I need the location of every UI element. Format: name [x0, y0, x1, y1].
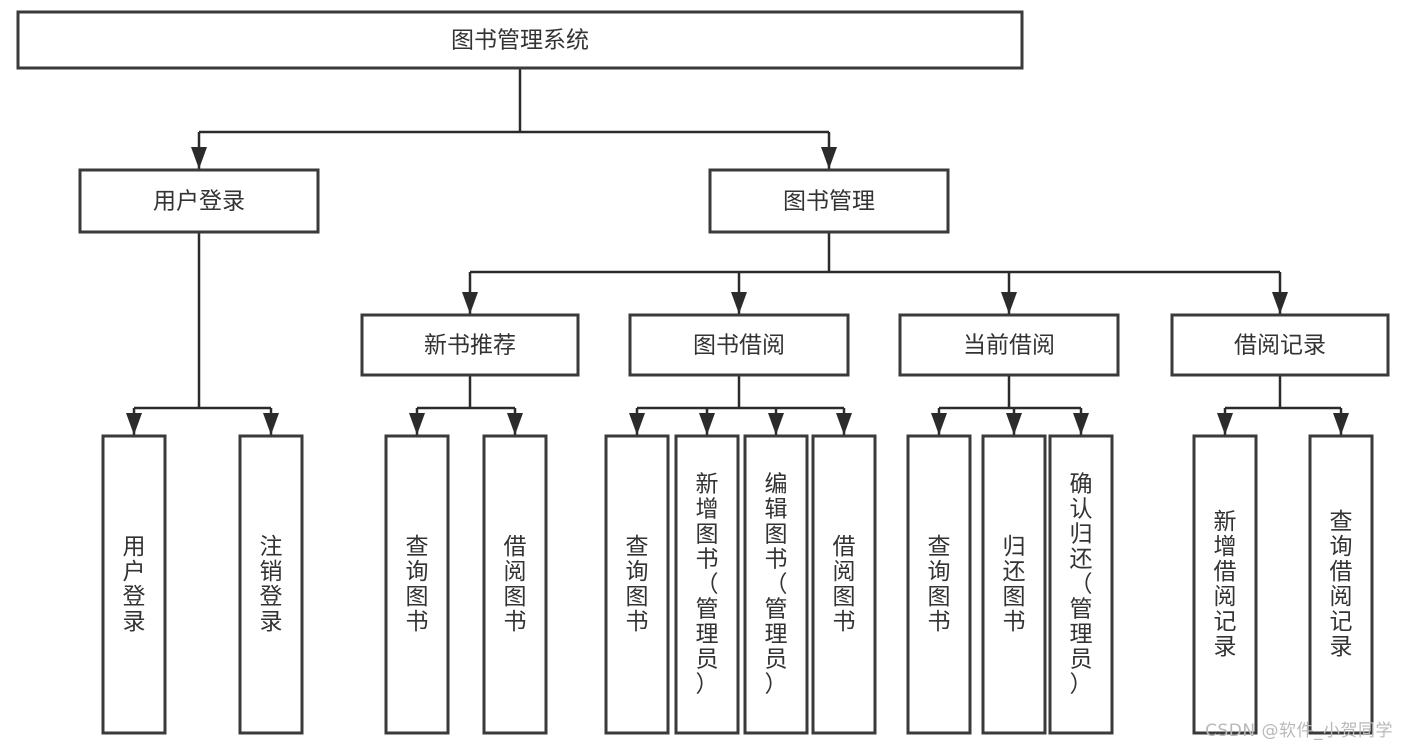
- node-leaf-2-label: 查询图书: [406, 534, 429, 635]
- node-level3-2[interactable]: 当前借阅: [898, 313, 1120, 377]
- arrow-head-icon: [1001, 292, 1017, 314]
- node-level3-3-label: 借阅记录: [1234, 333, 1326, 359]
- node-leaf-3[interactable]: 借阅图书: [482, 434, 548, 735]
- arrow-head-icon: [1217, 413, 1233, 435]
- arrow-head-icon: [507, 413, 523, 435]
- node-level2-1-label: 图书管理: [783, 189, 875, 215]
- node-level3-3[interactable]: 借阅记录: [1170, 313, 1390, 377]
- node-level2-1-rect: [708, 168, 950, 234]
- arrow-head-icon: [699, 413, 715, 435]
- arrow-head-icon: [768, 413, 784, 435]
- node-leaf-12-rect: [1308, 434, 1374, 735]
- node-level3-1[interactable]: 图书借阅: [628, 313, 850, 377]
- node-level2-0-label: 用户登录: [153, 189, 245, 215]
- node-leaf-3-rect: [482, 434, 548, 735]
- node-leaf-2-rect: [384, 434, 450, 735]
- node-leaf-0-label: 用户登录: [123, 534, 146, 635]
- node-leaf-0[interactable]: 用户登录: [101, 434, 167, 735]
- node-leaf-4-label: 查询图书: [626, 534, 649, 635]
- node-leaf-12-label: 查询借阅记录: [1330, 509, 1353, 660]
- node-root-label: 图书管理系统: [451, 28, 589, 54]
- node-level3-0-rect: [360, 313, 580, 377]
- arrow-head-icon: [1333, 413, 1349, 435]
- node-leaf-10-label: 确认归还（管理员）: [1070, 472, 1093, 698]
- node-leaf-3-label: 借阅图书: [504, 534, 527, 635]
- arrow-head-icon: [731, 292, 747, 314]
- arrow-head-icon: [629, 413, 645, 435]
- node-layer: 图书管理系统用户登录图书管理新书推荐图书借阅当前借阅借阅记录用户登录注销登录查询…: [16, 10, 1390, 735]
- watermark-label: CSDN @软件_小贺同学: [1205, 721, 1393, 741]
- connector-layer: [126, 68, 1349, 435]
- node-leaf-1-rect: [238, 434, 304, 735]
- node-root[interactable]: 图书管理系统: [16, 10, 1024, 70]
- node-leaf-9-label: 归还图书: [1003, 534, 1026, 635]
- node-leaf-12[interactable]: 查询借阅记录: [1308, 434, 1374, 735]
- arrow-head-icon: [836, 413, 852, 435]
- node-leaf-7[interactable]: 借阅图书: [811, 434, 877, 735]
- arrow-head-icon: [462, 292, 478, 314]
- arrow-head-icon: [263, 413, 279, 435]
- node-level2-0-rect: [78, 168, 320, 234]
- node-leaf-8[interactable]: 查询图书: [906, 434, 972, 735]
- node-leaf-5-label: 新增图书（管理员）: [696, 472, 719, 698]
- arrow-head-icon: [1006, 413, 1022, 435]
- node-leaf-5-rect: [674, 434, 740, 735]
- node-level3-2-rect: [898, 313, 1120, 377]
- node-level3-1-label: 图书借阅: [693, 333, 785, 359]
- node-leaf-9-rect: [981, 434, 1047, 735]
- node-leaf-7-label: 借阅图书: [833, 534, 856, 635]
- node-level3-1-rect: [628, 313, 850, 377]
- node-leaf-8-label: 查询图书: [928, 534, 951, 635]
- arrow-head-icon: [191, 147, 207, 169]
- node-leaf-11-label: 新增借阅记录: [1214, 509, 1237, 660]
- node-root-rect: [16, 10, 1024, 70]
- node-leaf-10-rect: [1048, 434, 1114, 735]
- node-level3-0-label: 新书推荐: [424, 333, 516, 359]
- node-leaf-7-rect: [811, 434, 877, 735]
- node-leaf-6[interactable]: 编辑图书（管理员）: [743, 434, 809, 735]
- arrow-head-icon: [126, 413, 142, 435]
- node-leaf-5[interactable]: 新增图书（管理员）: [674, 434, 740, 735]
- node-leaf-0-rect: [101, 434, 167, 735]
- arrow-head-icon: [1272, 292, 1288, 314]
- node-level3-0[interactable]: 新书推荐: [360, 313, 580, 377]
- node-leaf-2[interactable]: 查询图书: [384, 434, 450, 735]
- node-leaf-10[interactable]: 确认归还（管理员）: [1048, 434, 1114, 735]
- arrow-head-icon: [1073, 413, 1089, 435]
- node-level3-2-label: 当前借阅: [963, 333, 1055, 359]
- arrow-head-icon: [931, 413, 947, 435]
- node-leaf-11[interactable]: 新增借阅记录: [1192, 434, 1258, 735]
- arrow-head-icon: [409, 413, 425, 435]
- node-leaf-1[interactable]: 注销登录: [238, 434, 304, 735]
- node-level2-1[interactable]: 图书管理: [708, 168, 950, 234]
- node-leaf-8-rect: [906, 434, 972, 735]
- node-level2-0[interactable]: 用户登录: [78, 168, 320, 234]
- node-leaf-6-rect: [743, 434, 809, 735]
- node-leaf-4[interactable]: 查询图书: [604, 434, 670, 735]
- node-leaf-11-rect: [1192, 434, 1258, 735]
- arrow-head-icon: [821, 147, 837, 169]
- node-leaf-4-rect: [604, 434, 670, 735]
- node-level3-3-rect: [1170, 313, 1390, 377]
- node-leaf-1-label: 注销登录: [260, 534, 283, 635]
- node-leaf-6-label: 编辑图书（管理员）: [765, 472, 788, 698]
- node-leaf-9[interactable]: 归还图书: [981, 434, 1047, 735]
